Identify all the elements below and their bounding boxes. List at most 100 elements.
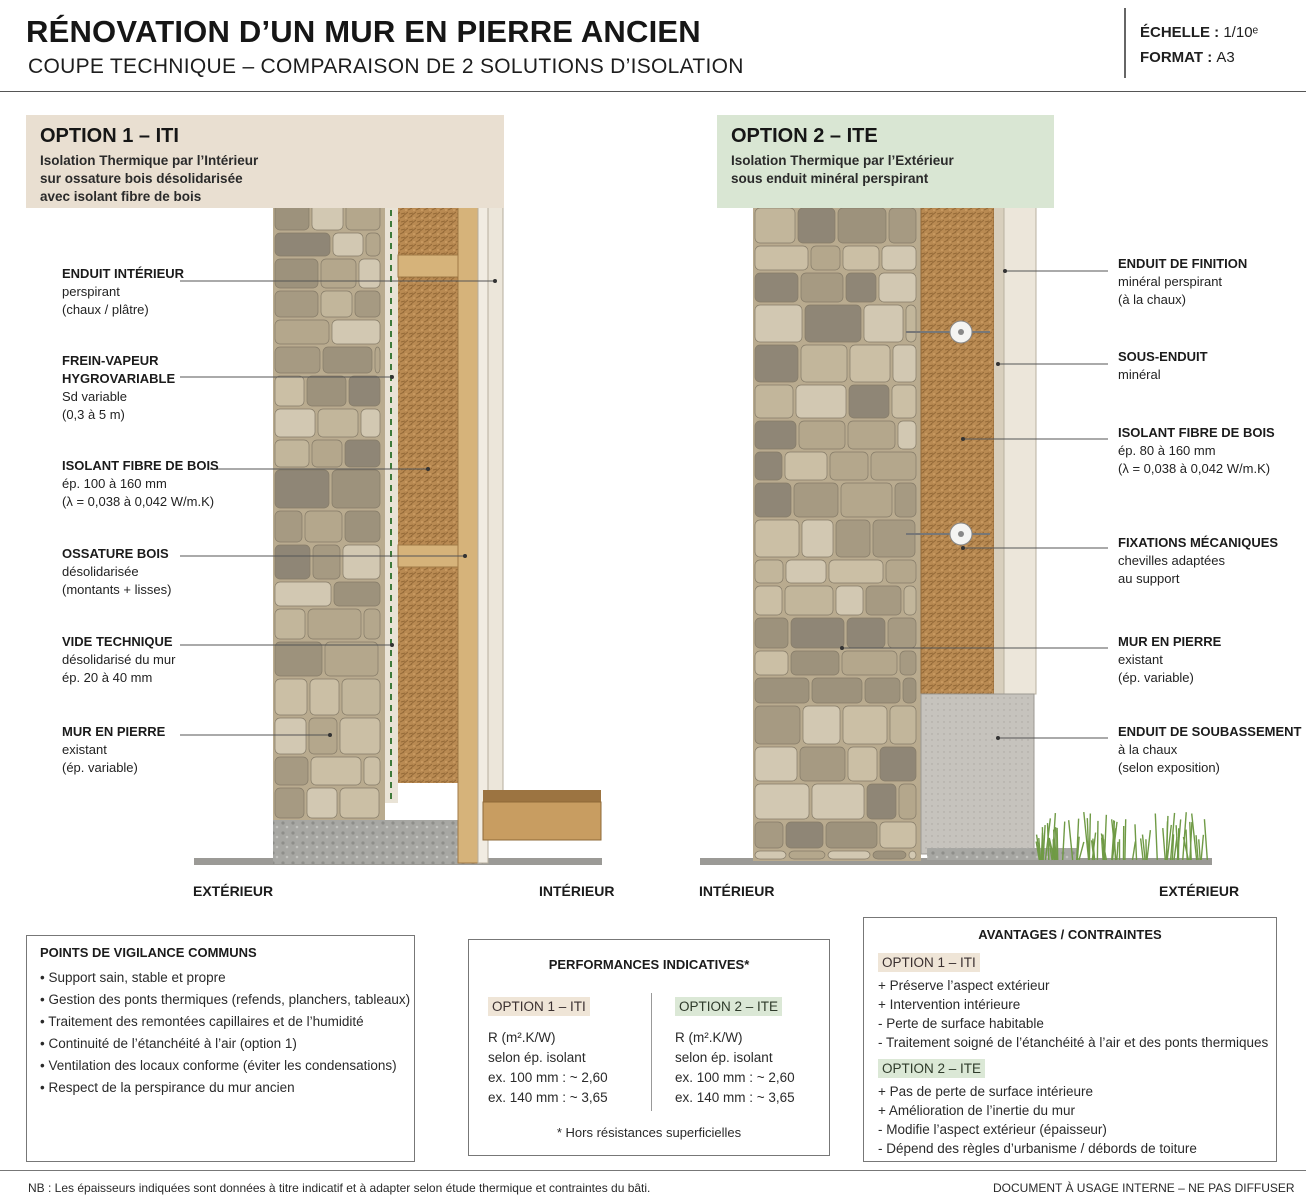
label-heading: ISOLANT FIBRE DE BOIS xyxy=(1118,425,1275,440)
stone xyxy=(363,608,381,640)
stone xyxy=(905,304,917,343)
performance-title: PERFORMANCES INDICATIVES* xyxy=(548,957,750,972)
opt1-floor-beam xyxy=(482,801,602,841)
page-subtitle: COUPE TECHNIQUE – COMPARAISON DE 2 SOLUT… xyxy=(28,55,744,78)
stone xyxy=(798,420,846,450)
stone xyxy=(310,756,362,786)
stone xyxy=(754,783,810,820)
stone xyxy=(354,290,381,318)
opt2-side-interior: INTÉRIEUR xyxy=(699,883,775,899)
grass-blade xyxy=(1083,811,1090,861)
stone xyxy=(881,245,917,271)
stone xyxy=(274,290,319,318)
opt1-interior-render xyxy=(487,172,504,792)
opt2-leader-dots xyxy=(840,269,1007,740)
performance-divider xyxy=(651,993,652,1111)
label-text: existant xyxy=(1118,652,1163,667)
grass-blade xyxy=(1166,824,1173,861)
label-heading: OSSATURE BOIS xyxy=(62,546,169,561)
stone xyxy=(894,482,917,518)
performance-line: ex. 100 mm : ~ 2,60 xyxy=(488,1070,608,1085)
option1-section xyxy=(180,124,602,865)
stone xyxy=(825,821,878,849)
label-text: (à la chaux) xyxy=(1118,292,1186,307)
label-text: ép. 80 à 160 mm xyxy=(1118,443,1216,458)
stone xyxy=(899,650,917,676)
stone xyxy=(754,585,783,616)
performance-col-option2: OPTION 2 – ITE R (m².K/W) selon ép. isol… xyxy=(675,997,795,1108)
stone xyxy=(306,787,338,819)
stone xyxy=(865,585,902,616)
opt2-leader-lines xyxy=(842,270,1108,739)
stone xyxy=(274,581,332,607)
stone xyxy=(274,258,319,289)
stone xyxy=(908,850,917,860)
advantages-option1-tag: OPTION 1 – ITI xyxy=(878,953,980,972)
opt2-side-exterior: EXTÉRIEUR xyxy=(1159,883,1240,899)
stone xyxy=(754,677,810,704)
stone xyxy=(903,585,917,616)
stone xyxy=(754,559,784,584)
stone xyxy=(274,717,307,755)
grass-blade xyxy=(1169,812,1176,861)
stone xyxy=(331,469,381,509)
stone xyxy=(793,482,839,518)
advantages-title: AVANTAGES / CONTRAINTES xyxy=(978,927,1162,942)
list-item: + Intervention intérieure xyxy=(878,997,1021,1012)
label-heading: ENDUIT INTÉRIEUR xyxy=(62,266,185,281)
advantages-option2: OPTION 2 – ITE + Pas de perte de surface… xyxy=(878,1059,1197,1158)
stone xyxy=(828,559,884,584)
stone xyxy=(802,705,841,745)
label-text: au support xyxy=(1118,571,1180,586)
stone xyxy=(866,783,897,820)
stone xyxy=(754,482,792,518)
advantages-option1: OPTION 1 – ITI + Préserve l’aspect extér… xyxy=(878,953,1269,1052)
option2-desc-line: sous enduit minéral perspirant xyxy=(731,171,929,186)
grass-blade xyxy=(1067,820,1074,861)
stone xyxy=(864,677,901,704)
footer-note: NB : Les épaisseurs indiquées sont donné… xyxy=(28,1181,651,1195)
opt2-label-finish-render: ENDUIT DE FINITION minéral perspirant (à… xyxy=(1118,255,1247,309)
option2-desc-line: Isolation Thermique par l’Extérieur xyxy=(731,153,954,168)
label-text: Sd variable xyxy=(62,389,128,404)
grass-blade xyxy=(1111,820,1116,861)
stone xyxy=(344,510,381,543)
stone xyxy=(837,207,887,244)
performance-option2-tag: OPTION 2 – ITE xyxy=(675,997,783,1016)
footer-confidential: DOCUMENT À USAGE INTERNE – NE PAS DIFFUS… xyxy=(993,1181,1295,1195)
stone xyxy=(885,559,917,584)
stone xyxy=(754,850,787,860)
stone xyxy=(754,245,809,271)
performance-option2-values: R (m².K/W) selon ép. isolant ex. 100 mm … xyxy=(675,1028,795,1108)
stone xyxy=(879,746,917,782)
stone xyxy=(795,384,847,419)
stone xyxy=(835,585,864,616)
stone xyxy=(790,617,845,649)
label-heading: ENDUIT DE SOUBASSEMENT xyxy=(1118,724,1302,739)
grass-blade xyxy=(1061,821,1066,861)
opt1-insulation xyxy=(398,183,458,783)
opt2-finish-render xyxy=(1003,205,1037,695)
grass-blade xyxy=(1100,837,1104,861)
label-text: (λ = 0,038 à 0,042 W/m.K) xyxy=(62,494,215,509)
grass-blade xyxy=(1056,827,1059,861)
option1-desc-line: avec isolant fibre de bois xyxy=(40,189,202,204)
stone xyxy=(842,705,888,745)
list-item: • Gestion des ponts thermiques (refends,… xyxy=(40,992,411,1007)
list-item: - Traitement soigné de l’étanchéité à l’… xyxy=(878,1035,1269,1050)
opt1-label-vapor-barrier: FREIN-VAPEUR HYGROVARIABLE Sd variable (… xyxy=(62,352,175,424)
grass-blade xyxy=(1102,834,1106,861)
stone xyxy=(274,439,310,468)
stone xyxy=(754,746,798,782)
grass-blade xyxy=(1203,819,1209,861)
grass-blade xyxy=(1088,813,1092,861)
stone xyxy=(800,344,848,383)
stone xyxy=(804,304,862,343)
grass-blade xyxy=(1141,834,1146,861)
advantages-option2-list: + Pas de perte de surface intérieure + A… xyxy=(878,1082,1197,1158)
opt1-leader-lines xyxy=(180,280,495,736)
opt2-grass xyxy=(1035,811,1209,861)
grass-blade xyxy=(1047,837,1053,861)
performance-option1-values: R (m².K/W) selon ép. isolant ex. 100 mm … xyxy=(488,1028,608,1108)
opt1-stud-vertical xyxy=(457,182,479,864)
